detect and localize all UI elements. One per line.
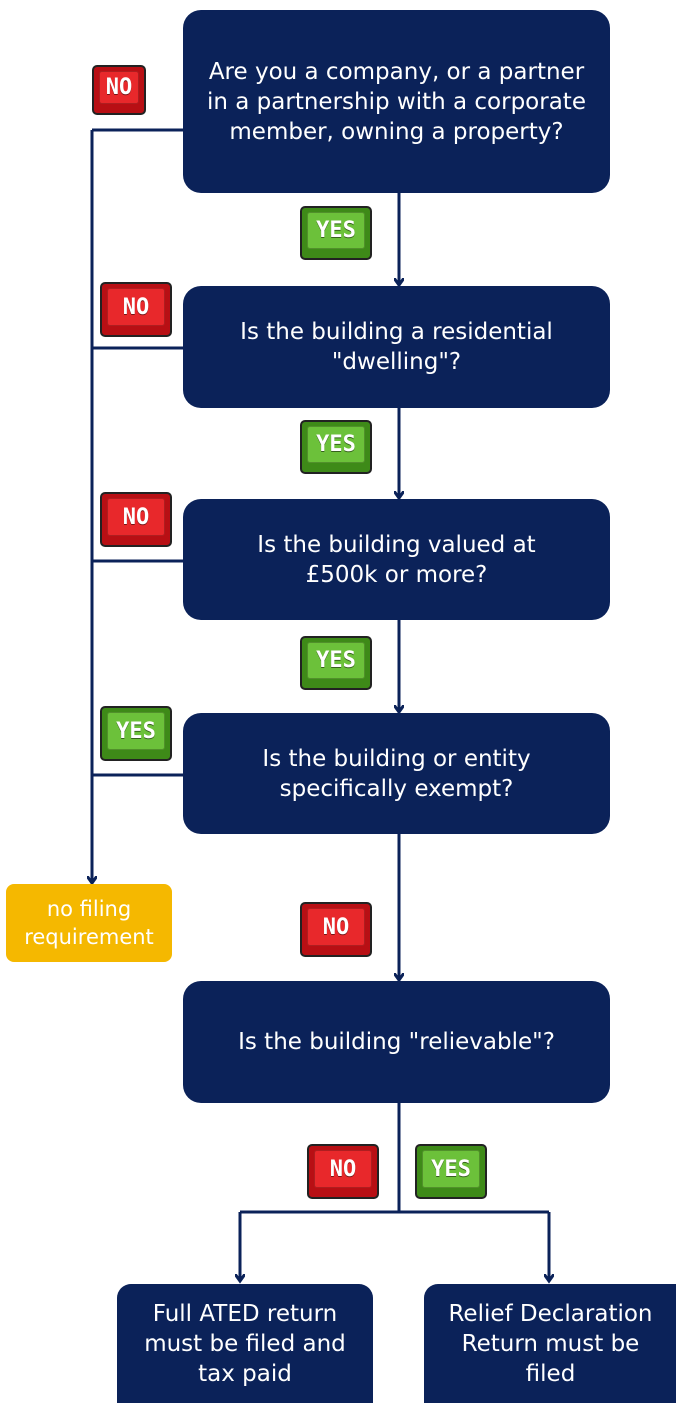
question-relievable-text: Is the building "relievable"?	[238, 1029, 555, 1055]
answer-no-key-q4-label: NO	[322, 914, 350, 940]
answer-yes-key-q5: YES	[415, 1144, 487, 1199]
answer-no-key-q5: NO	[307, 1144, 379, 1199]
outcome-relief-declaration: Relief Declaration Return must be filed	[424, 1284, 676, 1403]
question-relievable: Is the building "relievable"?	[183, 981, 610, 1103]
question-corporate-owner: Are you a company, or a partner in a par…	[183, 10, 610, 193]
answer-no-key-q2-label: NO	[122, 294, 150, 320]
answer-yes-key-q4-label: YES	[116, 718, 156, 744]
answer-yes-key-q3-label: YES	[316, 648, 356, 673]
outcome-no-filing-text: no filing requirement	[24, 897, 154, 949]
question-corporate-owner-text: Are you a company, or a partner in a par…	[207, 58, 586, 145]
question-value-threshold: Is the building valued at £500k or more?	[183, 499, 610, 620]
question-value-threshold-text: Is the building valued at £500k or more?	[257, 531, 536, 588]
outcome-no-filing: no filing requirement	[6, 884, 172, 962]
answer-yes-key-q1: YES	[300, 206, 372, 260]
answer-yes-key-q2-label: YES	[316, 432, 356, 457]
answer-yes-key-q3: YES	[300, 636, 372, 690]
answer-yes-key-q4: YES	[100, 706, 172, 761]
answer-no-key-q4: NO	[300, 902, 372, 957]
answer-yes-key-q2: YES	[300, 420, 372, 474]
question-residential-dwelling-text: Is the building a residential "dwelling"…	[240, 319, 553, 375]
outcome-relief-declaration-text: Relief Declaration Return must be filed	[448, 1300, 653, 1387]
question-specifically-exempt: Is the building or entity specifically e…	[183, 713, 610, 834]
question-residential-dwelling: Is the building a residential "dwelling"…	[183, 286, 610, 408]
answer-no-key-q3-label: NO	[122, 504, 150, 530]
answer-no-key-q1-label: NO	[105, 75, 133, 100]
answer-no-key-q5-label: NO	[329, 1156, 357, 1182]
question-specifically-exempt-text: Is the building or entity specifically e…	[262, 745, 531, 802]
outcome-full-ated-return-text: Full ATED return must be filed and tax p…	[144, 1300, 346, 1387]
outcome-full-ated-return: Full ATED return must be filed and tax p…	[117, 1284, 373, 1403]
answer-no-key-q3: NO	[100, 492, 172, 547]
answer-no-key-q1: NO	[92, 65, 146, 115]
answer-yes-key-q1-label: YES	[316, 218, 356, 243]
answer-yes-key-q5-label: YES	[431, 1156, 471, 1182]
answer-no-key-q2: NO	[100, 282, 172, 337]
